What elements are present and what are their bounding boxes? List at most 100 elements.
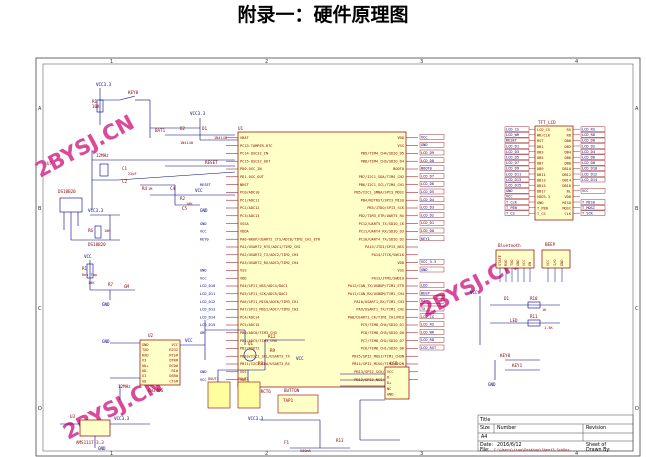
tft-right-pin: DB8 xyxy=(565,162,572,166)
cap-c2-ref: C2 xyxy=(122,179,128,184)
resistor-r8-ref: R8 xyxy=(258,361,264,366)
tft-left-net: T_CS xyxy=(506,212,515,216)
vcc-label-clock: VCC xyxy=(195,188,203,193)
diode-part: 1N4148 xyxy=(214,136,227,140)
drawn-label: Drawn By: xyxy=(586,447,611,453)
resistor-r2-value: 10K xyxy=(186,202,193,206)
vcc-label-pot: VCC xyxy=(84,254,92,259)
mcu-right-net: VCC_3.3 xyxy=(421,260,436,264)
usb-pin: GND xyxy=(387,392,394,396)
mcu-left-pin: VSS xyxy=(240,370,247,374)
mcu-right-pin: VSS xyxy=(398,269,405,273)
tft-right-pin: CLK xyxy=(565,212,572,216)
resistor-r11-ref: R11 xyxy=(530,314,538,319)
resistor-r11-value: 1.5K xyxy=(544,326,553,330)
zone-col-label: 4 xyxy=(575,451,578,457)
mcu-left-pin: PC3/ADC13 xyxy=(240,214,259,218)
zone-row-label: A xyxy=(635,106,639,112)
mcu-right-pin: PC10/UART4_TX/SDIO_D2 xyxy=(359,237,404,241)
tft-right-pin: RS xyxy=(567,128,571,132)
resistor-r10-ref: R10 xyxy=(530,296,538,301)
ch340-right-pin: R232 xyxy=(169,348,178,352)
zone-row-label: A xyxy=(38,106,42,112)
gnd-label-led: GND xyxy=(488,382,496,387)
mcu-net-port xyxy=(419,290,445,296)
mcu-net-port xyxy=(419,219,445,226)
mcu-right-pin: PB5/I2C1_SMBA/SPI3_MOSI xyxy=(354,191,404,195)
mcu-net-port xyxy=(419,188,445,195)
zone-row-label: C xyxy=(635,306,639,312)
mcu-left-pin: PA6/SPI1_MISO/ADC6/TIM3_CH1 xyxy=(240,300,298,304)
sheet-border xyxy=(35,57,641,457)
mcu-left-net: GND xyxy=(200,269,207,273)
tft-right-net: LCD_RD xyxy=(582,133,595,137)
mcu-right-pin: PA14/JTCK/SWCLK xyxy=(372,253,405,257)
vcc-label-download: VCC xyxy=(296,356,304,361)
mcu-left-net: LCD_D13 xyxy=(200,308,215,312)
tft-net-port xyxy=(580,188,606,194)
zone-col-label: 2 xyxy=(265,59,268,65)
bluetooth-body xyxy=(495,249,535,269)
mcu-left-pin: PA0-WKUP/USART2_CTS/ADC0/TIM2_CH1_ETR xyxy=(240,237,321,241)
resistor-r4-ref: R4 xyxy=(142,186,148,191)
key0-ref: KEY0 xyxy=(500,353,511,358)
bluetooth-pin: GND xyxy=(516,260,520,267)
bluetooth-pin: RXD xyxy=(504,260,508,267)
ch340-right-pin: DSR# xyxy=(169,374,178,378)
mcu-right-pin: VDD xyxy=(398,136,405,140)
gnd-label-pot: GND xyxy=(102,302,110,307)
mcu-net-port xyxy=(419,165,445,171)
tft-left-pin: DB15 xyxy=(537,184,546,188)
beep-title: BEEP xyxy=(545,242,556,247)
ch340-left-pin: UD- xyxy=(142,369,149,373)
resistor-key-ref: R1 xyxy=(92,99,98,104)
mcu-net-port xyxy=(419,212,445,218)
beep-pin: GND xyxy=(560,260,564,267)
ds18b20-ref: U7 xyxy=(47,161,53,166)
mcu-net-port xyxy=(419,204,445,210)
number-label: Number xyxy=(497,425,516,431)
tft-net-port xyxy=(580,210,606,216)
regulator-body xyxy=(79,419,111,437)
mcu-right-net: LCD_D4 xyxy=(421,198,434,202)
mcu-net-port xyxy=(419,173,445,179)
tft-left-net: VCC xyxy=(506,195,513,199)
beep-body xyxy=(541,249,571,269)
mcu-right-pin: PA12/CAN_TX/USBDP/TIM1_ETR xyxy=(348,284,405,288)
ch340-right-pin: VCC xyxy=(172,343,179,347)
tft-left-net: RESET xyxy=(506,139,518,143)
mcu-left-pin: PC14-OSC32_IN xyxy=(240,152,268,156)
mcu-net-port xyxy=(419,180,445,187)
led-ref: D1 xyxy=(504,296,510,301)
ch340-left-pin: V3 xyxy=(142,359,146,363)
tft-right-pin: BL xyxy=(567,190,571,194)
cap-c1-ref: C1 xyxy=(122,166,128,171)
regulator-ref: U3 xyxy=(70,414,76,419)
tft-net-port xyxy=(580,148,606,155)
tft-net-port xyxy=(580,171,606,177)
pot-value: Res Tap xyxy=(82,273,97,277)
tft-left-pin: DB7 xyxy=(537,162,544,166)
gnd-label-clock: GND xyxy=(200,208,208,213)
file-value: C:\Users\jiao\Desktop\Sheet3.SchDoc xyxy=(494,448,570,452)
gnd-label-reg: GND xyxy=(98,446,106,451)
mcu-net-port xyxy=(419,196,445,203)
tft-body xyxy=(534,125,574,221)
mcu-right-pin: PB15/SPI2_MOSI/TIM1_CH3N xyxy=(352,354,404,358)
mcu-right-pin: PA11/CAN_RX/USBDM/TIM1_CH4 xyxy=(348,292,404,296)
tft-left-pin: T_CS xyxy=(537,212,546,216)
mcu-right-pin: PB14/SPI2_MISO/TIM1_CH2N xyxy=(352,362,404,366)
tft-left-net: LCD_D13 xyxy=(506,178,521,182)
mcu-left-pin: VDD xyxy=(240,378,247,382)
mcu-left-pin: VBAT xyxy=(240,136,249,140)
tft-left-pin: DB17 xyxy=(537,190,546,194)
tft-lcd: TFT_LCD LCD_CSLCD_CSWR/CLKLCD_WRRSTRESET… xyxy=(504,120,606,221)
dout-1: DOUT1 xyxy=(208,377,219,381)
gnd-label-ch340: GND xyxy=(102,339,110,344)
mcu-left-pin: PB2/BOOT1 xyxy=(240,347,259,351)
tft-right-pin: VDD xyxy=(565,195,572,199)
resistor-r6-value: 10K xyxy=(104,229,111,233)
tft-left-net: LCD_D3 xyxy=(506,150,519,154)
pot-ref: R1 xyxy=(82,266,88,271)
mcu-net-port xyxy=(419,337,445,343)
